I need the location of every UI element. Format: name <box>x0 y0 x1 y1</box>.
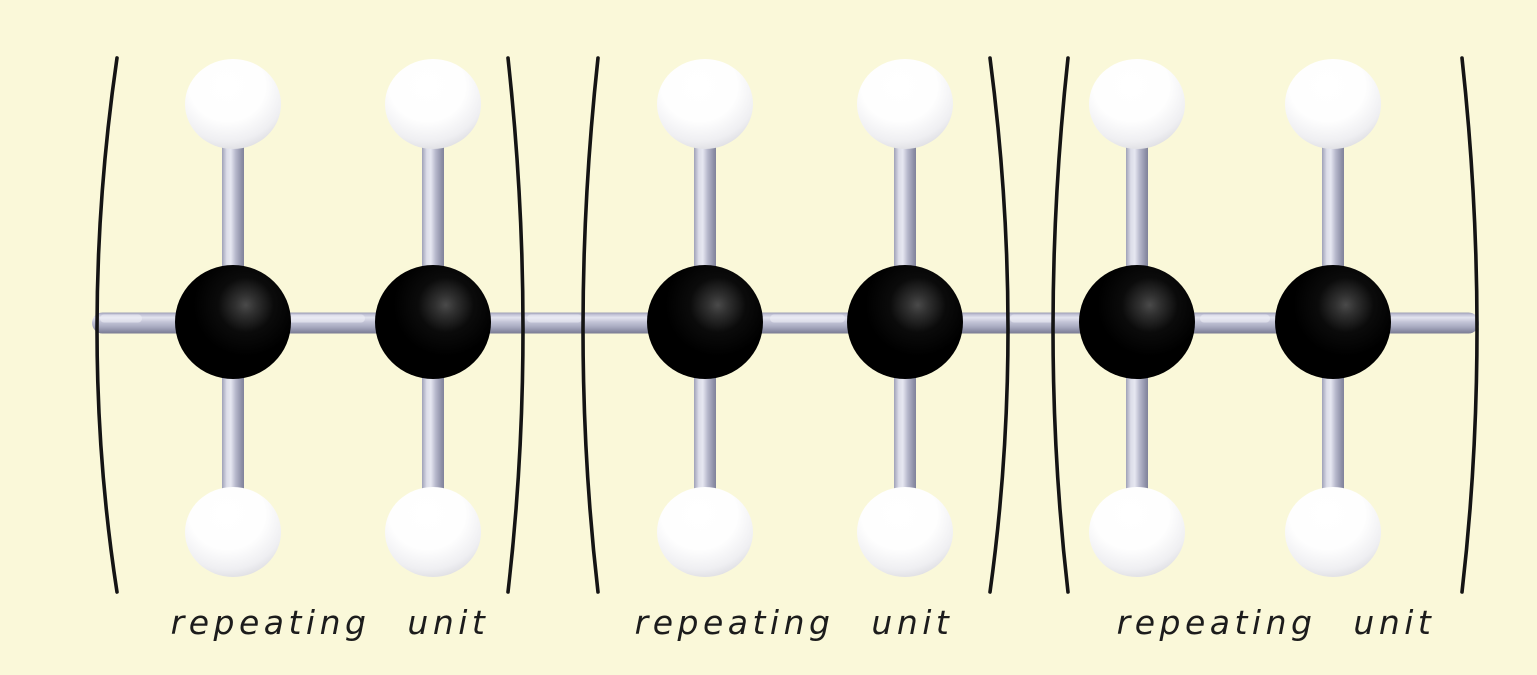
closing-bracket <box>988 56 1010 594</box>
hydrogen-atom <box>657 59 753 149</box>
carbon-atom <box>647 265 763 379</box>
bond-highlight <box>285 314 365 323</box>
bond-highlight <box>1010 314 1055 323</box>
closing-bracket <box>1460 56 1479 594</box>
hydrogen-atom <box>857 487 953 577</box>
hydrogen-atom <box>657 487 753 577</box>
repeating-unit-label: repeating unit <box>635 603 954 642</box>
opening-bracket <box>581 56 600 594</box>
opening-bracket <box>95 56 119 594</box>
repeating-unit-label: repeating unit <box>1117 603 1436 642</box>
hydrogen-atom <box>1089 59 1185 149</box>
hydrogen-atom <box>1285 59 1381 149</box>
carbon-atom <box>847 265 963 379</box>
repeating-unit-label: repeating unit <box>171 603 490 642</box>
hydrogen-atom <box>385 487 481 577</box>
bond-highlight <box>527 314 582 323</box>
bond-highlight <box>1200 314 1270 323</box>
bond-highlight <box>770 314 845 323</box>
closing-bracket <box>506 56 525 594</box>
hydrogen-atom <box>1285 487 1381 577</box>
carbon-atom <box>375 265 491 379</box>
hydrogen-atom <box>185 487 281 577</box>
hydrogen-atom <box>1089 487 1185 577</box>
opening-bracket <box>1051 56 1070 594</box>
carbon-atom <box>1275 265 1391 379</box>
hydrogen-atom <box>185 59 281 149</box>
carbon-atom <box>175 265 291 379</box>
carbon-atom <box>1079 265 1195 379</box>
hydrogen-atom <box>385 59 481 149</box>
hydrogen-atom <box>857 59 953 149</box>
bond-highlight <box>100 314 142 323</box>
